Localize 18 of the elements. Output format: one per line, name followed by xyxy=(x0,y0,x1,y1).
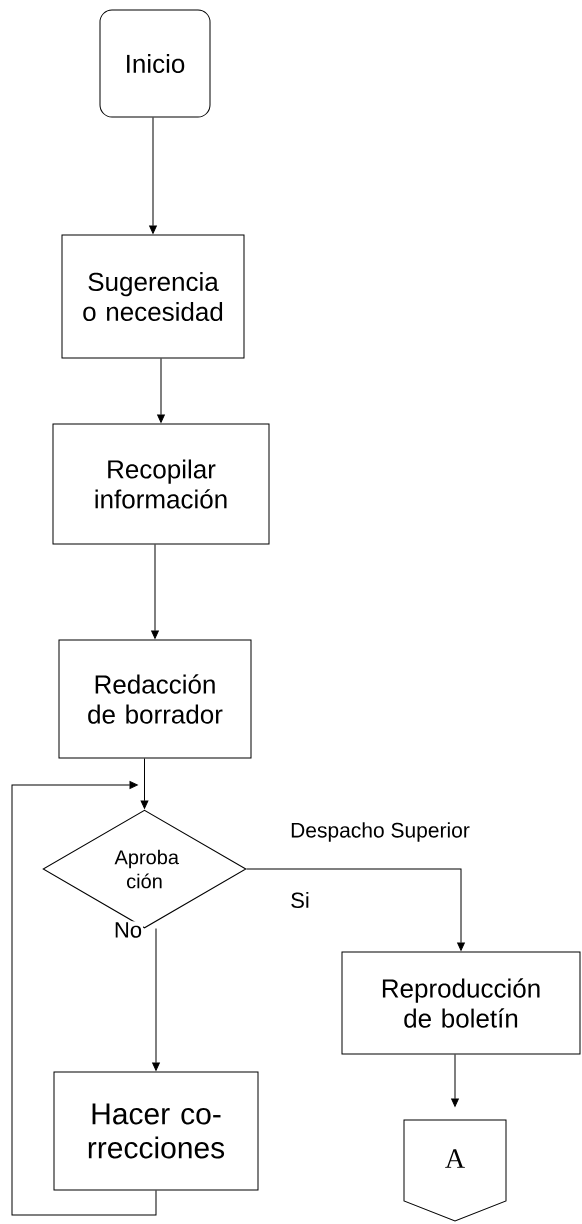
arrow xyxy=(157,358,165,423)
arrow xyxy=(11,781,157,1216)
arrow xyxy=(149,117,157,234)
arrow xyxy=(451,1054,459,1107)
terminal-box: Inicio xyxy=(99,9,211,118)
arrow xyxy=(246,868,465,951)
process-box: Sugerencia o necesidad xyxy=(61,234,245,359)
edge-label: No xyxy=(115,922,142,938)
arrow xyxy=(151,544,159,639)
process-box: Recopilar información xyxy=(52,423,270,545)
arrow xyxy=(152,928,160,1071)
process-box: Redacción de borrador xyxy=(58,639,252,759)
annotation-text: Despacho Superior xyxy=(291,822,470,842)
process-box: Reproducción de boletín xyxy=(341,951,581,1055)
process-box: Hacer co- rrecciones xyxy=(53,1071,259,1191)
edge-label: Si xyxy=(291,891,309,909)
arrow xyxy=(140,758,149,809)
off-page-connector: A xyxy=(403,1119,507,1222)
